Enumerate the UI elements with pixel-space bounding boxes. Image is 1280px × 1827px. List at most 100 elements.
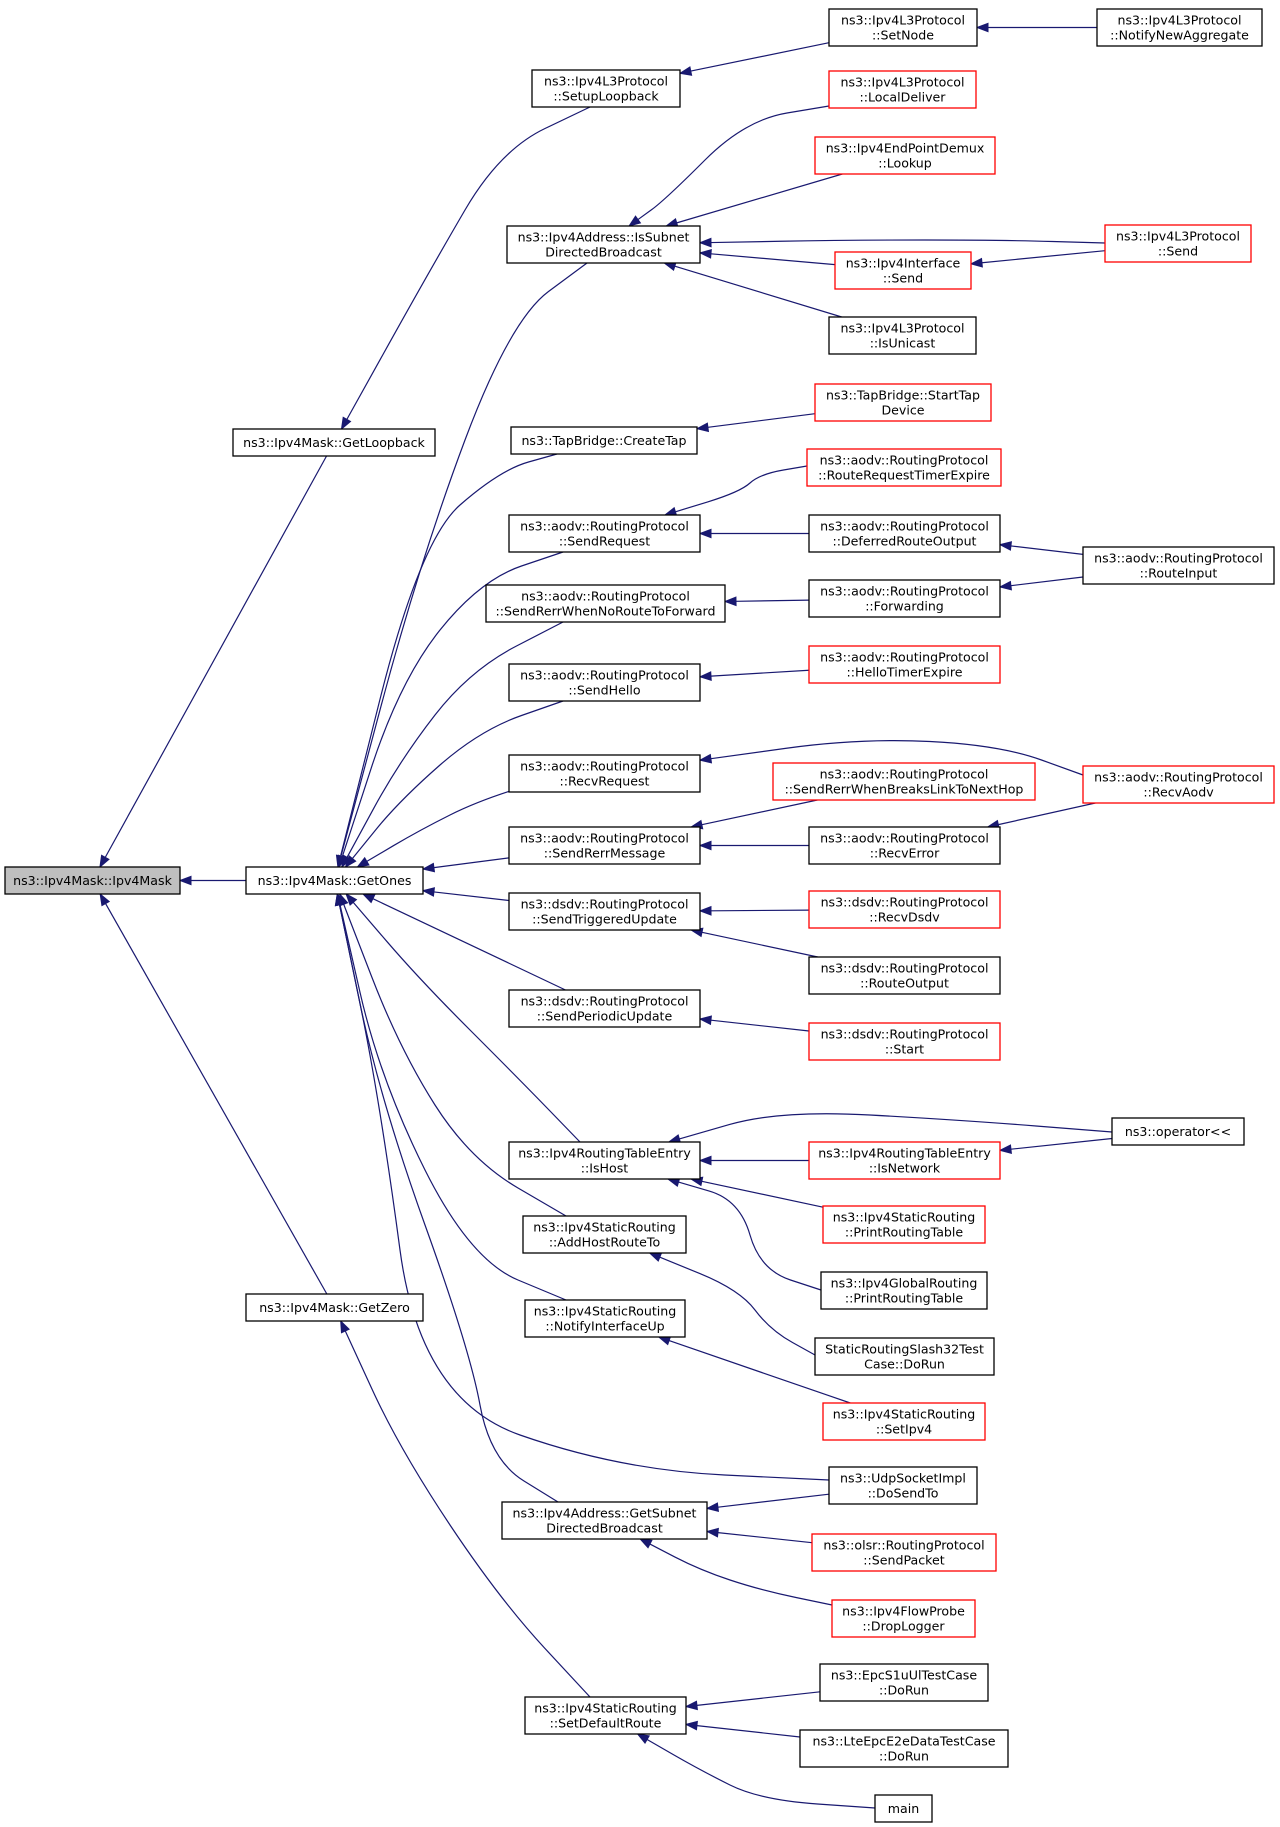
node-box: [822, 1205, 986, 1244]
node-getones[interactable]: ns3::Ipv4Mask::GetOnes: [245, 866, 424, 895]
node-olsrsend[interactable]: ns3::olsr::RoutingProtocol::SendPacket: [811, 1533, 997, 1572]
node-recverror[interactable]: ns3::aodv::RoutingProtocol::RecvError: [808, 826, 1001, 865]
edge-line: [338, 904, 830, 1481]
node-sendperiodic[interactable]: ns3::dsdv::RoutingProtocol::SendPeriodic…: [508, 989, 701, 1028]
edge-dsdvstart-to-sendperiodic: [698, 1015, 810, 1032]
node-ifsend[interactable]: ns3::Ipv4Interface::Send: [834, 251, 972, 290]
node-label: ns3::EpcS1uUlTestCase: [831, 1668, 977, 1683]
node-hellotimer[interactable]: ns3::aodv::RoutingProtocol::HelloTimerEx…: [808, 645, 1001, 684]
node-box: [828, 316, 977, 355]
arrowhead-icon: [340, 1319, 350, 1334]
node-label: ::Forwarding: [865, 599, 944, 614]
node-label: ns3::Ipv4L3Protocol: [1116, 229, 1240, 244]
node-setuploopback[interactable]: ns3::Ipv4L3Protocol::SetupLoopback: [531, 69, 681, 108]
node-label: ::RecvAodv: [1143, 785, 1214, 800]
node-routeoutput[interactable]: ns3::dsdv::RoutingProtocol::RouteOutput: [808, 956, 1001, 995]
node-notifynewagg[interactable]: ns3::Ipv4L3Protocol::NotifyNewAggregate: [1096, 8, 1263, 47]
arrowhead-icon: [698, 237, 712, 248]
node-getloopback[interactable]: ns3::Ipv4Mask::GetLoopback: [232, 428, 436, 457]
node-label: ns3::TapBridge::CreateTap: [521, 433, 686, 448]
node-box: [508, 892, 701, 931]
node-setnode[interactable]: ns3::Ipv4L3Protocol::SetNode: [828, 8, 978, 47]
edge-line: [433, 891, 510, 902]
node-getzero[interactable]: ns3::Ipv4Mask::GetZero: [245, 1293, 424, 1322]
node-dsdvstart[interactable]: ns3::dsdv::RoutingProtocol::Start: [808, 1022, 1001, 1061]
node-sendrerrbreaks[interactable]: ns3::aodv::RoutingProtocol::SendRerrWhen…: [772, 762, 1036, 801]
arrowhead-icon: [627, 215, 642, 227]
node-issubnet[interactable]: ns3::Ipv4Address::IsSubnetDirectedBroadc…: [506, 225, 701, 264]
arrowhead-icon: [345, 892, 358, 906]
node-getsubnet[interactable]: ns3::Ipv4Address::GetSubnetDirectedBroad…: [501, 1501, 708, 1540]
node-sendrerrmsg[interactable]: ns3::aodv::RoutingProtocol::SendRerrMess…: [508, 826, 701, 865]
node-sendtriggered[interactable]: ns3::dsdv::RoutingProtocol::SendTriggere…: [508, 892, 701, 931]
node-box: [1111, 1117, 1245, 1146]
node-lookup[interactable]: ns3::Ipv4EndPointDemux::Lookup: [814, 136, 996, 175]
node-root[interactable]: ns3::Ipv4Mask::Ipv4Mask: [4, 866, 181, 895]
edge-line: [696, 1691, 821, 1706]
node-label: ns3::Ipv4RoutingTableEntry: [518, 1146, 691, 1161]
node-ishost[interactable]: ns3::Ipv4RoutingTableEntry::IsHost: [508, 1141, 701, 1180]
node-notifyifup[interactable]: ns3::Ipv4StaticRouting::NotifyInterfaceU…: [524, 1299, 686, 1338]
edge-line: [981, 250, 1106, 264]
node-operatorlt[interactable]: ns3::operator<<: [1111, 1117, 1245, 1146]
node-recvrequest[interactable]: ns3::aodv::RoutingProtocol::RecvRequest: [508, 754, 701, 793]
node-label: ::RecvRequest: [560, 774, 650, 789]
node-createtap[interactable]: ns3::TapBridge::CreateTap: [510, 426, 698, 455]
node-label: ns3::Ipv4Mask::Ipv4Mask: [13, 873, 172, 888]
edge-line: [710, 253, 836, 266]
node-label: ::NotifyInterfaceUp: [545, 1319, 664, 1334]
node-box: [508, 989, 701, 1028]
node-label: ::DoRun: [879, 1683, 929, 1698]
node-label: ns3::aodv::RoutingProtocol: [820, 519, 989, 534]
node-label: ::RouteRequestTimerExpire: [818, 468, 990, 483]
arrowhead-icon: [698, 1015, 712, 1026]
node-setipv4[interactable]: ns3::Ipv4StaticRouting::SetIpv4: [822, 1402, 986, 1441]
node-isnetwork[interactable]: ns3::Ipv4RoutingTableEntry::IsNetwork: [808, 1141, 1001, 1180]
node-label: ns3::Ipv4L3Protocol: [841, 75, 965, 90]
node-label: ns3::aodv::RoutingProtocol: [520, 668, 689, 683]
node-sendrequest[interactable]: ns3::aodv::RoutingProtocol::SendRequest: [508, 514, 701, 553]
node-globalprt[interactable]: ns3::Ipv4GlobalRouting::PrintRoutingTabl…: [820, 1271, 988, 1310]
node-sendhello[interactable]: ns3::aodv::RoutingProtocol::SendHello: [508, 663, 701, 702]
node-sendrerrnoroute[interactable]: ns3::aodv::RoutingProtocol::SendRerrWhen…: [485, 584, 726, 623]
node-rrtexpire[interactable]: ns3::aodv::RoutingProtocol::RouteRequest…: [806, 448, 1002, 487]
node-setdefault[interactable]: ns3::Ipv4StaticRouting::SetDefaultRoute: [524, 1696, 687, 1735]
node-lteepc[interactable]: ns3::LteEpcE2eDataTestCase::DoRun: [799, 1729, 1009, 1768]
node-isunicast[interactable]: ns3::Ipv4L3Protocol::IsUnicast: [828, 316, 977, 355]
node-box: [814, 383, 992, 422]
node-l3send[interactable]: ns3::Ipv4L3Protocol::Send: [1104, 224, 1252, 263]
node-label: ::DoSendTo: [868, 1486, 939, 1501]
node-routeinput[interactable]: ns3::aodv::RoutingProtocol::RouteInput: [1082, 546, 1275, 585]
node-label: ::LocalDeliver: [860, 90, 947, 105]
node-label: Device: [881, 403, 924, 418]
node-addhost[interactable]: ns3::Ipv4StaticRouting::AddHostRouteTo: [522, 1215, 687, 1254]
node-main[interactable]: main: [874, 1794, 933, 1823]
edge-sendhello-to-getones: [344, 700, 564, 869]
node-recvdsdv[interactable]: ns3::dsdv::RoutingProtocol::RecvDsdv: [808, 890, 1001, 929]
node-localdeliver[interactable]: ns3::Ipv4L3Protocol::LocalDeliver: [828, 70, 977, 109]
node-deferred[interactable]: ns3::aodv::RoutingProtocol::DeferredRout…: [808, 514, 1001, 553]
node-label: ::RecvDsdv: [869, 910, 940, 925]
node-label: ::SendRerrWhenNoRouteToForward: [495, 604, 715, 619]
node-epcs1u[interactable]: ns3::EpcS1uUlTestCase::DoRun: [819, 1663, 989, 1702]
edge-line: [346, 106, 591, 420]
node-label: ns3::Ipv4Mask::GetLoopback: [243, 435, 425, 450]
arrowhead-icon: [705, 1527, 719, 1538]
node-box: [510, 426, 698, 455]
edge-droplogger-to-getsubnet: [638, 1538, 833, 1606]
node-forwarding[interactable]: ns3::aodv::RoutingProtocol::Forwarding: [808, 579, 1001, 618]
node-label: ::IsNetwork: [869, 1161, 941, 1176]
edge-recverror-to-sendrerrmsg: [698, 840, 809, 851]
edge-setnode-to-setuploopback: [678, 42, 830, 76]
node-recvaodv[interactable]: ns3::aodv::RoutingProtocol::RecvAodv: [1082, 765, 1275, 804]
arrowhead-icon: [340, 416, 352, 431]
node-droplogger[interactable]: ns3::Ipv4FlowProbe::DropLogger: [831, 1599, 976, 1638]
edge-getsubnet-to-getones: [334, 892, 559, 1503]
node-udpdosendto[interactable]: ns3::UdpSocketImpl::DoSendTo: [828, 1466, 978, 1505]
edge-line: [659, 1256, 816, 1356]
node-box: [828, 70, 977, 109]
node-staticprt[interactable]: ns3::Ipv4StaticRouting::PrintRoutingTabl…: [822, 1205, 986, 1244]
